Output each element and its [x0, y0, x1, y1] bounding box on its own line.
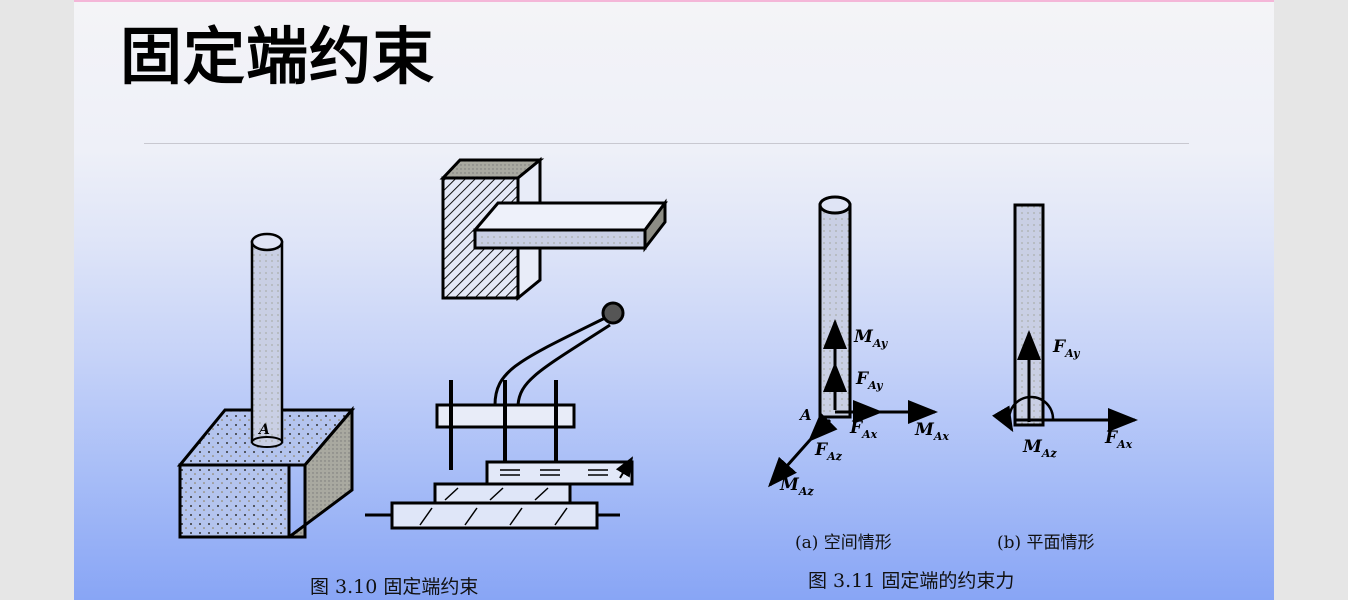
label-m-ay: MAy	[853, 327, 889, 350]
slide-title: 固定端约束	[120, 20, 436, 93]
label-m-az: MAz	[779, 475, 814, 498]
figure-3-10-caption: 图 3.10 固定端约束	[310, 576, 479, 598]
label-f-ax-b: FAx	[1104, 428, 1133, 451]
label-f-ay: FAy	[855, 369, 884, 392]
label-f-az: FAz	[814, 440, 843, 463]
figure-3-11b-planar: FAy FAx MAz	[992, 203, 1138, 460]
label-f-ax: FAx	[849, 418, 878, 441]
label-m-az-b: MAz	[1022, 437, 1057, 460]
figure-3-11-caption: 图 3.11 固定端的约束力	[808, 570, 1015, 592]
title-divider	[144, 143, 1189, 144]
svg-text:A: A	[798, 406, 812, 424]
figure-3-11a-caption: (a) 空间情形	[795, 533, 892, 553]
point-a-label: A	[257, 422, 270, 438]
tool-post-illustration	[365, 301, 634, 530]
label-f-ay-b: FAy	[1052, 337, 1081, 360]
cantilever-wall-illustration	[439, 156, 668, 302]
post-in-block-illustration: A	[176, 232, 356, 539]
figure-3-11b-caption: (b) 平面情形	[997, 533, 1095, 553]
accent-bar	[74, 0, 1274, 2]
figure-3-11a-spatial: A MAy FAy FAx MAx FAz MAz	[768, 195, 949, 498]
label-m-ax: MAx	[914, 420, 949, 443]
